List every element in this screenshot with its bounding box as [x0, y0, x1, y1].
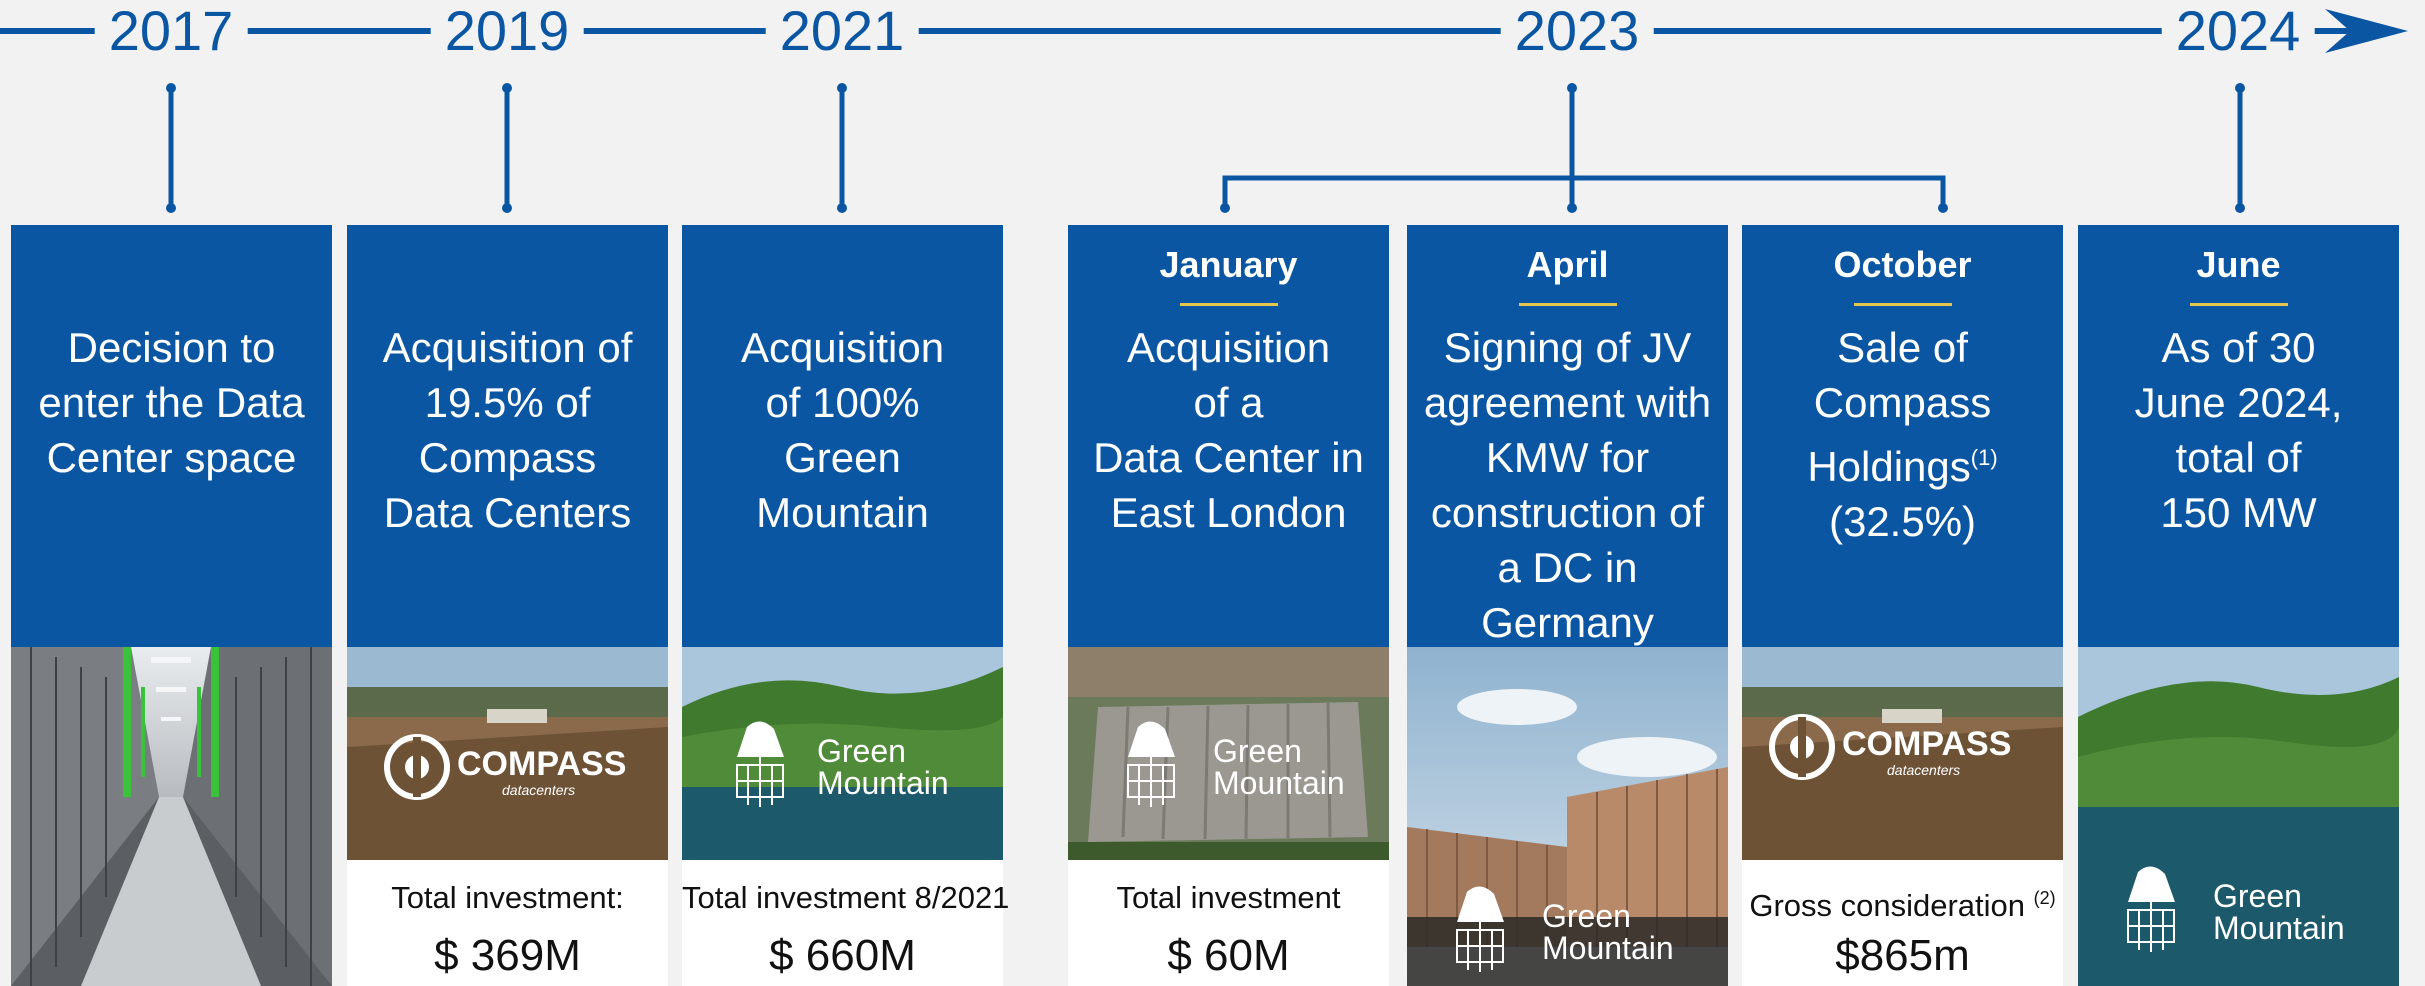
milestone-header: April Signing of JV agreement with KMW f…: [1407, 225, 1728, 647]
footer-label: Total investment:: [391, 880, 624, 915]
milestone-description: Sale of Compass Holdings(1) (32.5%): [1807, 324, 1998, 545]
compass-logo: COMPASS datacenters: [1769, 714, 2011, 780]
footnote-marker: (1): [1970, 445, 1998, 470]
year-label: 2017: [94, 0, 248, 64]
server-aisle-photo: [11, 647, 332, 986]
construction-site-photo: COMPASS datacenters: [1742, 647, 2063, 860]
year-label: 2019: [430, 0, 584, 64]
construction-site-photo: COMPASS datacenters: [347, 647, 668, 860]
footer-label: Total investment 8/2021: [682, 880, 1010, 915]
milestone-card: January Acquisition of a Data Center in …: [1068, 225, 1389, 986]
footer-value: $865m: [1835, 931, 1970, 980]
month-underline: [1854, 303, 1952, 306]
milestone-description: Acquisition of 19.5% of Compass Data Cen…: [382, 324, 633, 536]
svg-text:Green: Green: [817, 733, 906, 769]
green-mountain-logo: Green Mountain: [2127, 866, 2345, 952]
milestone-footer: Gross consideration (2) $865m: [1742, 860, 2063, 986]
fjord-mountain-photo: Green Mountain: [682, 647, 1003, 860]
footnote-marker: (2): [2033, 888, 2056, 908]
milestone-month: April: [1526, 244, 1609, 285]
svg-text:Mountain: Mountain: [2213, 910, 2345, 946]
footer-value: $ 60M: [1167, 931, 1290, 980]
svg-text:Mountain: Mountain: [1213, 765, 1345, 801]
footer-label: Gross consideration (2): [1749, 888, 2056, 923]
milestone-header: January Acquisition of a Data Center in …: [1068, 225, 1389, 647]
milestone-card: October Sale of Compass Holdings(1) (32.…: [1742, 225, 2063, 986]
green-mountain-logo: Green Mountain: [736, 721, 949, 807]
year-label: 2024: [2161, 0, 2315, 64]
year-label: 2023: [1500, 0, 1654, 64]
svg-text:COMPASS: COMPASS: [457, 745, 626, 783]
svg-text:COMPASS: COMPASS: [1842, 725, 2011, 763]
milestone-footer: Total investment $ 60M: [1068, 860, 1389, 986]
milestone-footer: Total investment: $ 369M: [347, 860, 668, 986]
milestone-header: June As of 30 June 2024, total of 150 MW: [2078, 225, 2399, 647]
timeline-arrowhead-icon: [2325, 9, 2408, 53]
milestone-header: October Sale of Compass Holdings(1) (32.…: [1742, 225, 2063, 647]
milestone-card: Acquisition of 100% Green Mountain Gre: [682, 225, 1010, 986]
milestone-header: Decision to enter the Data Center space: [11, 225, 332, 647]
milestone-card: Decision to enter the Data Center space: [11, 225, 332, 986]
svg-text:Mountain: Mountain: [1542, 930, 1674, 966]
svg-text:Mountain: Mountain: [817, 765, 949, 801]
fjord-mountain-photo: Green Mountain: [2078, 647, 2399, 986]
milestone-card: Acquisition of 19.5% of Compass Data Cen…: [347, 225, 668, 986]
footer-value: $ 369M: [434, 931, 581, 980]
svg-text:Green: Green: [1542, 898, 1631, 934]
timeline-lines: [0, 9, 2408, 213]
green-mountain-logo: Green Mountain: [1127, 721, 1345, 807]
month-underline: [2190, 303, 2288, 306]
month-underline: [1180, 303, 1278, 306]
milestone-month: January: [1159, 244, 1298, 285]
svg-text:datacenters: datacenters: [502, 782, 575, 798]
milestone-description: Decision to enter the Data Center space: [38, 324, 305, 481]
milestone-month: October: [1833, 244, 1972, 285]
milestone-card: April Signing of JV agreement with KMW f…: [1407, 225, 1728, 986]
footer-value: $ 660M: [769, 931, 916, 980]
green-mountain-logo: Green Mountain: [1456, 886, 1674, 972]
milestone-header: Acquisition of 19.5% of Compass Data Cen…: [347, 225, 668, 647]
svg-text:datacenters: datacenters: [1887, 762, 1960, 778]
footer-label: Total investment: [1116, 880, 1341, 915]
milestone-description: Acquisition of a Data Center in East Lon…: [1093, 324, 1364, 536]
svg-text:Green: Green: [2213, 878, 2302, 914]
milestone-card: June As of 30 June 2024, total of 150 MW: [2078, 225, 2399, 986]
milestone-month: June: [2196, 244, 2281, 285]
compass-logo: COMPASS datacenters: [384, 734, 626, 800]
milestone-description: Acquisition of 100% Green Mountain: [740, 324, 945, 536]
building-render-photo: Green Mountain: [1407, 647, 1728, 986]
year-label: 2021: [765, 0, 919, 64]
milestone-description: Signing of JV agreement with KMW for con…: [1423, 324, 1712, 646]
connector-2023-branch: [1222, 175, 1946, 208]
month-underline: [1519, 303, 1617, 306]
milestone-header: Acquisition of 100% Green Mountain: [682, 225, 1003, 647]
svg-text:Green: Green: [1213, 733, 1302, 769]
milestone-description: As of 30 June 2024, total of 150 MW: [2134, 324, 2343, 536]
milestone-footer: Total investment 8/2021 $ 660M: [682, 860, 1010, 986]
aerial-warehouse-photo: Green Mountain: [1068, 647, 1389, 860]
